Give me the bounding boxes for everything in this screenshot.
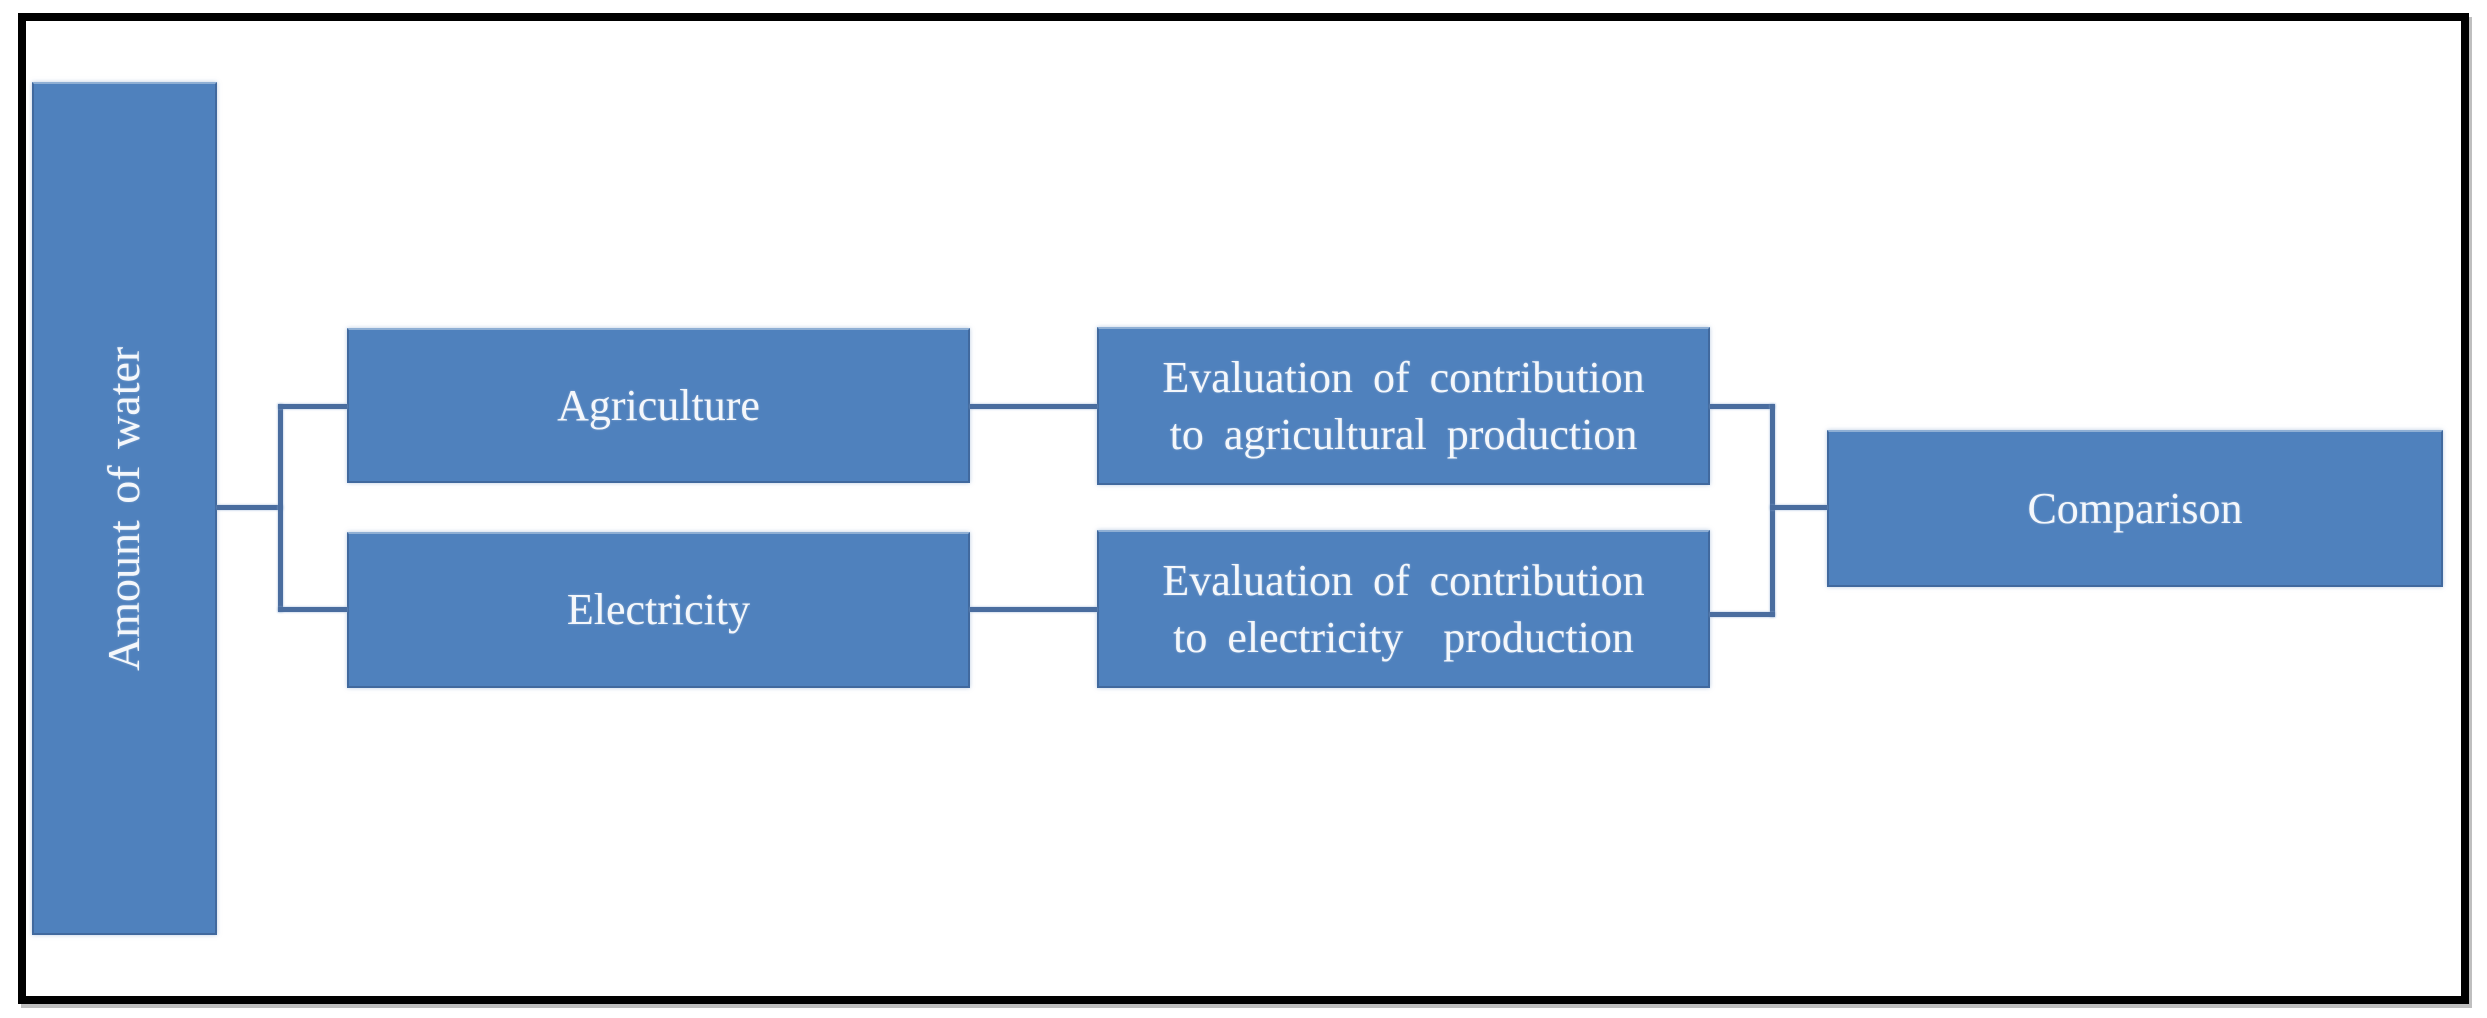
diagram-frame <box>18 13 2469 1004</box>
connector-left-bracket-to-agriculture <box>278 404 347 409</box>
connector-agriculture-to-evaluation <box>970 404 1097 409</box>
node-label: Evaluation of contribution to electricit… <box>1162 555 1645 662</box>
node-comparison: Comparison <box>1827 430 2443 587</box>
node-agriculture: Agriculture <box>347 328 970 483</box>
connector-electricity-to-evaluation <box>970 607 1097 612</box>
node-label: Electricity <box>566 585 751 635</box>
node-label: Evaluation of contribution to agricultur… <box>1162 352 1645 459</box>
node-label: Comparison <box>2027 483 2243 533</box>
node-amount-of-water: Amount of water <box>32 82 217 935</box>
connector-evaluation-agricultural-to-bracket <box>1710 404 1775 409</box>
connector-left-bracket-vertical <box>278 404 283 612</box>
node-evaluation-agricultural: Evaluation of contribution to agricultur… <box>1097 327 1710 485</box>
connector-bracket-to-comparison <box>1770 505 1827 510</box>
node-electricity: Electricity <box>347 532 970 688</box>
node-label: Agriculture <box>557 380 760 430</box>
node-label: Amount of water <box>98 346 150 671</box>
connector-left-bracket-to-electricity <box>278 607 347 612</box>
connector-right-bracket-vertical <box>1770 404 1775 617</box>
connector-root-stub <box>217 505 283 510</box>
connector-evaluation-electricity-to-bracket <box>1710 612 1775 617</box>
node-evaluation-electricity: Evaluation of contribution to electricit… <box>1097 530 1710 688</box>
